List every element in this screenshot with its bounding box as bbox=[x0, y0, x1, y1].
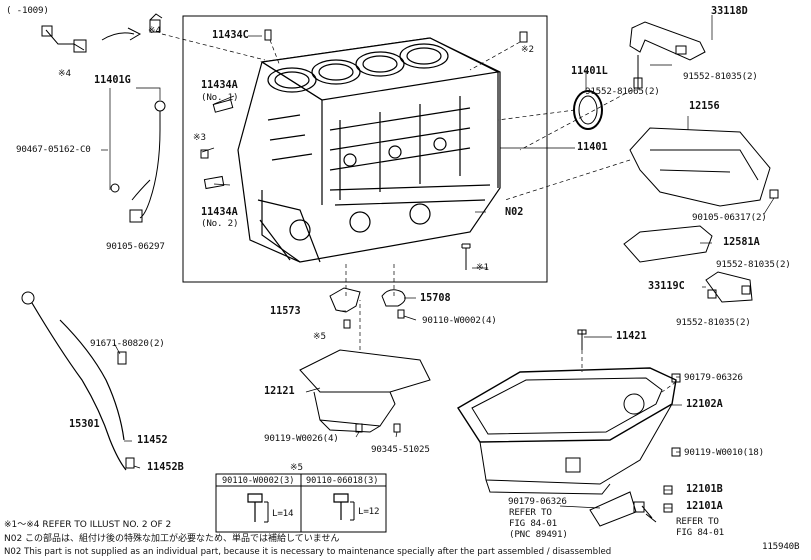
note-line-3: N02 This part is not supplied as an indi… bbox=[4, 547, 612, 557]
label-11421: 11421 bbox=[616, 331, 647, 342]
label-11401g: 11401G bbox=[94, 75, 131, 86]
label-91552-81035-c: 91552-81035(2) bbox=[716, 259, 791, 270]
refer-to-pnc: (PNC 89491) bbox=[509, 529, 568, 540]
table-len-1: L=14 bbox=[272, 508, 294, 519]
label-11434a-1: 11434A bbox=[201, 80, 238, 91]
baffle-12156 bbox=[629, 127, 771, 207]
label-15708: 15708 bbox=[420, 293, 451, 304]
label-91552-81035-a: 91552-81035(2) bbox=[683, 71, 758, 82]
knock-sensor bbox=[110, 100, 166, 223]
mark-4-right: ※4 bbox=[148, 25, 161, 36]
label-12102a: 12102A bbox=[686, 399, 723, 410]
label-11452: 11452 bbox=[137, 435, 168, 446]
label-11434c: 11434C bbox=[212, 30, 249, 41]
mark-4-left: ※4 bbox=[58, 68, 71, 79]
note-line-2: N02 この部品は、組付け後の特殊な加工が必要なため、単品では補給していません bbox=[4, 534, 340, 544]
fitting-left bbox=[41, 13, 163, 53]
label-90179-06326-b: 90179-06326 bbox=[508, 496, 567, 507]
bracket-33119c bbox=[705, 271, 753, 303]
bolt-table bbox=[215, 473, 387, 533]
mark-1: ※1 bbox=[476, 262, 489, 273]
bracket-33118d bbox=[629, 21, 706, 90]
part-15708 bbox=[381, 289, 406, 307]
label-90110-w0002: 90110-W0002(4) bbox=[422, 315, 497, 326]
date-range: ( -1009) bbox=[6, 5, 49, 16]
label-11434a-2: 11434A bbox=[201, 207, 238, 218]
table-col-1: 90110-W0002(3) bbox=[222, 476, 295, 486]
cylinder-block bbox=[237, 37, 501, 263]
label-91552-81065: 91552-81065(2) bbox=[585, 86, 660, 97]
label-33118d: 33118D bbox=[711, 6, 748, 17]
label-90345: 90345-51025 bbox=[371, 444, 430, 455]
note-line-1: ※1～※4 REFER TO ILLUST NO. 2 OF 2 bbox=[4, 520, 172, 530]
oil-pan-12121 bbox=[299, 349, 431, 433]
label-11401l: 11401L bbox=[571, 66, 608, 77]
diagram-code: 115940B bbox=[762, 541, 800, 552]
block-frame bbox=[182, 15, 548, 283]
label-15301: 15301 bbox=[69, 419, 100, 430]
refer-to-1: REFER TO bbox=[509, 507, 552, 518]
mark-3: ※3 bbox=[193, 132, 206, 143]
label-91671: 91671-80820(2) bbox=[90, 338, 165, 349]
label-12156: 12156 bbox=[689, 101, 720, 112]
table-col-2: 90110-06018(3) bbox=[306, 476, 379, 486]
label-11452b: 11452B bbox=[147, 462, 184, 473]
label-11573: 11573 bbox=[270, 306, 301, 317]
label-12581a: 12581A bbox=[723, 237, 760, 248]
label-12101b: 12101B bbox=[686, 484, 723, 495]
mark-5: ※5 bbox=[313, 331, 326, 342]
label-11401: 11401 bbox=[577, 142, 608, 153]
label-90467: 90467-05162-C0 bbox=[16, 144, 91, 155]
label-90105-06297: 90105-06297 bbox=[106, 241, 165, 252]
baffle-12581a bbox=[623, 225, 713, 263]
label-n02: N02 bbox=[505, 207, 524, 218]
label-12121: 12121 bbox=[264, 386, 295, 397]
label-91552-81035-d: 91552-81035(2) bbox=[676, 317, 751, 328]
mark-2: ※2 bbox=[521, 44, 534, 55]
refer-to-fig-1: FIG 84-01 bbox=[509, 518, 557, 529]
label-90119-w0010: 90119-W0010(18) bbox=[684, 447, 764, 458]
label-90179-06326-a: 90179-06326 bbox=[684, 372, 743, 383]
label-33119c: 33119C bbox=[648, 281, 685, 292]
refer-to-2: REFER TO bbox=[676, 516, 719, 527]
dipstick bbox=[21, 291, 135, 471]
table-len-2: L=12 bbox=[358, 506, 380, 517]
refer-to-fig-2: FIG 84-01 bbox=[676, 527, 724, 538]
table-mark: ※5 bbox=[290, 462, 303, 473]
label-11434a-1-sub: (No. 1) bbox=[201, 92, 239, 103]
label-12101a: 12101A bbox=[686, 501, 723, 512]
label-90119-w0026: 90119-W0026(4) bbox=[264, 433, 339, 444]
bracket-11573 bbox=[329, 287, 361, 313]
label-11434a-2-sub: (No. 2) bbox=[201, 218, 239, 229]
label-90105-06317: 90105-06317(2) bbox=[692, 212, 767, 223]
oil-pan-12102a bbox=[457, 329, 681, 527]
